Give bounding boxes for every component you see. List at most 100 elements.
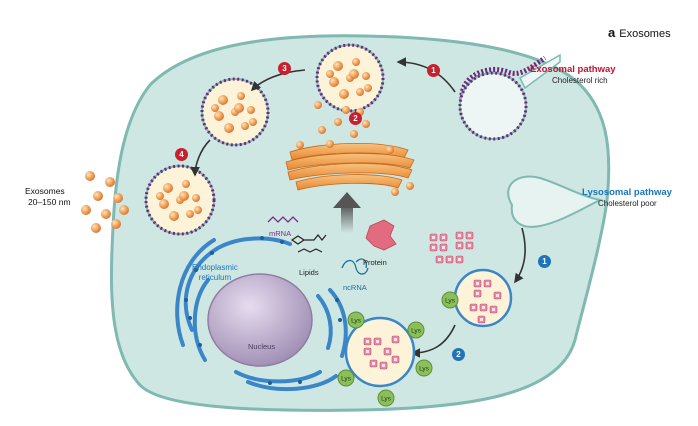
lys-marker-label: Lys xyxy=(351,318,362,325)
protein-label: Protein xyxy=(363,258,387,267)
lipids-icon xyxy=(290,234,327,253)
er-ribosomes xyxy=(184,236,342,385)
intraluminal-vesicle xyxy=(333,61,343,71)
intraluminal-vesicle xyxy=(364,84,372,92)
cargo-tile xyxy=(429,243,438,252)
cargo-tile xyxy=(455,231,464,240)
intraluminal-vesicle xyxy=(218,95,228,105)
mvb-membrane-1 xyxy=(315,43,385,113)
lysosome-contents xyxy=(363,279,502,370)
released-exosomes xyxy=(81,171,129,233)
golgi-vesicle xyxy=(386,146,394,154)
intraluminal-vesicle xyxy=(192,194,200,202)
er-label-line2: reticulum xyxy=(198,273,232,282)
lipids-label: Lipids xyxy=(299,268,319,277)
lysosomal-pathway-subtitle: Cholesterol poor xyxy=(598,199,657,208)
intraluminal-vesicle xyxy=(194,206,202,214)
exosomes-label: Exosomes xyxy=(25,186,65,196)
er-label: Endoplasmic reticulum xyxy=(192,263,238,283)
released-exosome xyxy=(101,209,111,219)
panel-letter: a xyxy=(608,25,616,40)
exosomal-step-1: 1 xyxy=(427,64,440,77)
golgi-vesicle xyxy=(350,130,358,138)
lysosomal-step-2: 2 xyxy=(452,348,465,361)
ncrna-icon xyxy=(341,258,369,275)
lys-marker-label: Lys xyxy=(419,366,430,373)
golgi-vesicle xyxy=(334,118,342,126)
endosome-cargo-tile xyxy=(473,279,482,288)
exosomal-step-4: 4 xyxy=(175,148,188,161)
lysosomal-pathway-title: Lysosomal pathway xyxy=(582,187,672,198)
exosomal-step-2: 2 xyxy=(349,112,362,125)
lys-marker: Lys xyxy=(337,369,355,387)
mrna-icon xyxy=(267,216,299,223)
endosome-cargo-tile xyxy=(477,315,486,324)
nucleus-label: Nucleus xyxy=(248,342,276,351)
released-exosome xyxy=(105,177,115,187)
cargo-tile xyxy=(445,255,454,264)
lys-marker-label: Lys xyxy=(341,376,352,383)
cargo-tile xyxy=(439,243,448,252)
lys-marker: Lys xyxy=(415,359,433,377)
cargo-tile xyxy=(455,255,464,264)
released-exosome xyxy=(91,223,101,233)
intraluminal-vesicle xyxy=(326,70,334,78)
lysosomal-step-1: 1 xyxy=(538,255,551,268)
cargo-sorting-arrow xyxy=(333,192,361,233)
nucleus xyxy=(207,273,313,367)
exosomal-endocytosis-vesicle xyxy=(458,53,561,141)
protein-icon xyxy=(365,219,397,251)
released-exosome xyxy=(85,171,95,181)
mrna-label: mRNA xyxy=(269,229,292,238)
lysosome xyxy=(344,316,416,388)
lysosome-cargo-tile xyxy=(379,361,388,370)
cargo-tile xyxy=(455,241,464,250)
intraluminal-vesicle xyxy=(247,106,255,114)
lys-marker-label: Lys xyxy=(381,396,392,403)
golgi-apparatus xyxy=(285,143,415,191)
exosomal-pathway-title: Exosomal pathway xyxy=(530,64,616,75)
multivesicular-bodies xyxy=(144,43,385,236)
endosome-cargo-tile xyxy=(493,291,502,300)
er-label-line1: Endoplasmic xyxy=(192,263,238,272)
intraluminal-vesicle xyxy=(249,118,257,126)
exosomal-step-3: 3 xyxy=(278,62,291,75)
endoplasmic-reticulum xyxy=(175,236,348,392)
intraluminal-vesicle xyxy=(224,123,234,133)
intraluminal-vesicle xyxy=(349,69,359,79)
lysosome-cargo-tile xyxy=(383,347,392,356)
released-exosome xyxy=(111,219,121,229)
mvb-membrane-2 xyxy=(200,77,270,147)
lys-marker: Lys xyxy=(441,291,459,309)
endosome-cargo-tile xyxy=(479,303,488,312)
cargo-tile xyxy=(429,233,438,242)
golgi-vesicle xyxy=(342,106,350,114)
intraluminal-vesicle xyxy=(182,180,190,188)
lysosome-cargo-tile xyxy=(373,337,382,346)
lys-marker: Lys xyxy=(347,311,365,329)
released-exosome xyxy=(113,193,123,203)
lys-marker: Lys xyxy=(377,389,395,407)
endosome-cargo-tile xyxy=(469,303,478,312)
lysosomal-cargo xyxy=(429,231,474,264)
cargo-tile xyxy=(465,231,474,240)
intraluminal-vesicle xyxy=(362,72,370,80)
golgi-vesicle xyxy=(296,141,304,149)
panel-title-text: Exosomes xyxy=(619,28,671,40)
intraluminal-vesicle xyxy=(169,211,179,221)
golgi-vesicle xyxy=(406,182,414,190)
lysosome-cargo-tile xyxy=(391,355,400,364)
intraluminal-vesicle xyxy=(339,89,349,99)
exosomal-pathway-subtitle: Cholesterol rich xyxy=(552,76,608,85)
endosome-cargo-tile xyxy=(473,289,482,298)
released-exosome xyxy=(93,191,103,201)
intraluminal-vesicle xyxy=(163,183,173,193)
golgi-vesicle xyxy=(362,120,370,128)
golgi-vesicle xyxy=(318,126,326,134)
intraluminal-vesicle xyxy=(356,88,364,96)
intraluminal-vesicle xyxy=(179,191,189,201)
cargo-tile xyxy=(439,233,448,242)
lys-marker: Lys xyxy=(407,321,425,339)
